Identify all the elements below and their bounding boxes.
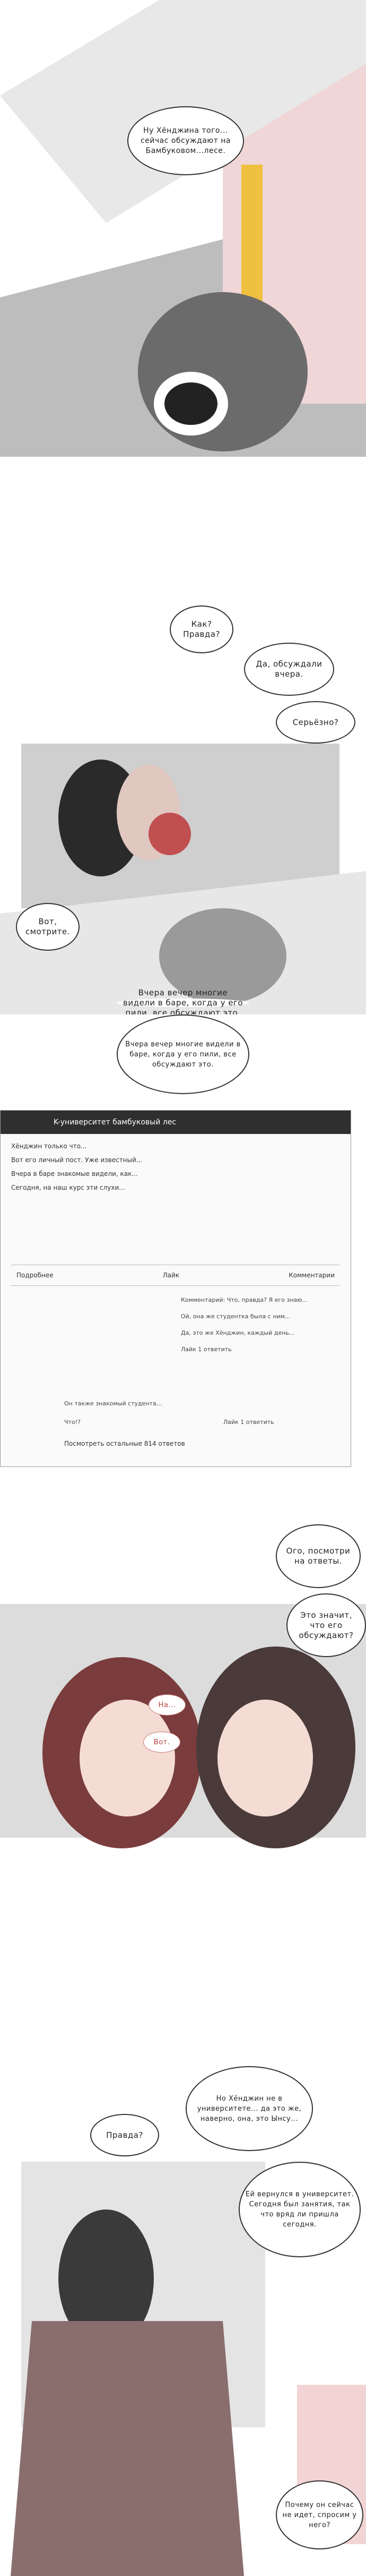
post-line: Вот его личный пост. Уже известный... xyxy=(11,1156,143,1164)
panel-4: Правда? Но Хёнджин не в университете... … xyxy=(0,2055,366,2576)
speech-bubble: Это значит, что его обсуждают? xyxy=(286,1593,366,1657)
small-bubble: На... xyxy=(149,1694,186,1716)
comment-item: Что!? xyxy=(64,1419,81,1426)
comment-list: Комментарий: Что, правда? Я его знаю... … xyxy=(181,1296,340,1362)
reply-link[interactable]: Лайк 1 ответить xyxy=(223,1419,274,1426)
speech-bubble: Почему он сейчас не идет, спросим у него… xyxy=(276,2480,363,2549)
panel-3: Ого, посмотри на ответы. Это значит, что… xyxy=(0,1519,366,1901)
forum-title: K-университет бамбуковый лес xyxy=(54,1118,177,1127)
comment-item: Да, это же Хёнджин, каждый день... xyxy=(181,1329,295,1336)
post-line: Вчера в баре знакомые видели, как... xyxy=(11,1170,138,1178)
panel-1-art xyxy=(0,0,366,457)
comment-item: Комментарий: Что, правда? Я его знаю... xyxy=(181,1296,308,1303)
panel-1: Ну Хёнджина того... сейчас обсуждают на … xyxy=(0,0,366,457)
speech-bubble: Ей вернулся в университет. Сегодня был з… xyxy=(239,2162,361,2257)
post-body: Хёнджин только что... Вот его личный пос… xyxy=(11,1142,186,1198)
comment-item: Ой, она же студентка была с ним... xyxy=(181,1313,291,1320)
forum-screen: K-университет бамбуковый лес Хёнджин тол… xyxy=(0,1099,366,1471)
post-line: Сегодня, на наш курс эти слухи... xyxy=(11,1184,125,1191)
speech-bubble: Как? Правда? xyxy=(170,605,233,653)
speech-bubble: Правда? xyxy=(90,2114,159,2156)
reply-link[interactable]: Лайк 1 ответить xyxy=(181,1346,232,1353)
speech-bubble: Да, обсуждали вчера. xyxy=(244,643,334,696)
speech-bubble: Ну Хёнджина того... сейчас обсуждают на … xyxy=(127,106,244,175)
forum-header: K-университет бамбуковый лес xyxy=(1,1111,351,1134)
more-link[interactable]: Подробнее xyxy=(16,1272,54,1279)
see-all-replies-link[interactable]: Посмотреть остальные 814 ответов xyxy=(64,1440,185,1447)
post-line: Хёнджин только что... xyxy=(11,1142,87,1150)
comments-button[interactable]: Комментарии xyxy=(289,1272,335,1279)
speech-bubble: Но Хёнджин не в университете... да это ж… xyxy=(186,2066,313,2151)
forum-post-card: K-университет бамбуковый лес Хёнджин тол… xyxy=(0,1110,351,1467)
speech-bubble: Вот, смотрите. xyxy=(16,903,80,951)
small-bubble: Вот. xyxy=(143,1731,180,1753)
speech-bubble: Серьёзно? xyxy=(276,701,355,744)
panel-2: Как? Правда? Да, обсуждали вчера. Серьёз… xyxy=(0,584,366,1014)
like-button[interactable]: Лайк xyxy=(162,1272,180,1279)
speech-bubble: Вчера вечер многие видели в баре, когда … xyxy=(117,988,249,1014)
speech-bubble: Вчера вечер многие видели в баре, когда … xyxy=(117,1014,249,1094)
post-actions: Подробнее Лайк Комментарии xyxy=(11,1265,340,1286)
speech-bubble: Ого, посмотри на ответы. xyxy=(276,1524,361,1588)
comment-item: Он также знакомый студента... xyxy=(64,1400,162,1407)
panel-4-art xyxy=(0,2055,366,2576)
